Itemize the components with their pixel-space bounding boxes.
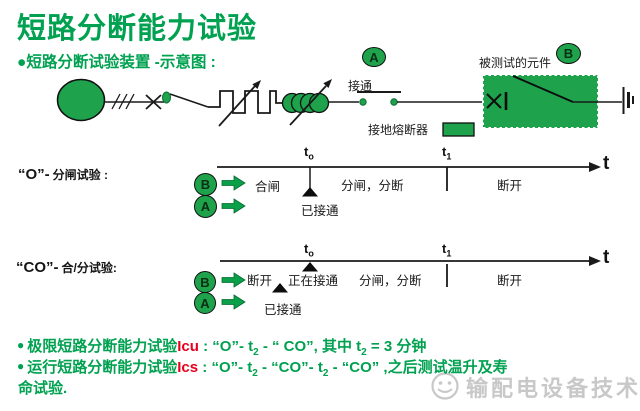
subtitle: ●短路分断试验装置 -示意图 :	[17, 50, 216, 72]
bullet-icon: ●	[17, 338, 25, 352]
generator-icon	[56, 78, 106, 122]
t0-sub: o	[308, 151, 314, 162]
switch-blade-icon	[169, 93, 209, 108]
inductor-arrow-icon	[323, 79, 332, 88]
phase-connecting-label: 正在接通	[288, 274, 339, 288]
footer-bullet-icu: ●极限短路分断能力试验Icu : “O”- t2 - “ CO”, 其中 t2 …	[17, 335, 426, 358]
inductor-icon	[281, 92, 330, 114]
phase-off-label: 断开	[497, 179, 523, 193]
timeline-o-heading: “O”- 分闸试验 :	[18, 166, 108, 183]
ics-seq-3: - “CO” ,之后测试温升及寿	[328, 359, 508, 376]
ics-label: 运行短路分断能力试验	[27, 359, 178, 376]
phase-open-break-label: 分闸，分断	[359, 274, 422, 288]
connected-marker-label: 已接通	[301, 204, 339, 218]
icu-seq-3: = 3 分钟	[366, 338, 427, 355]
ics-seq-1: : “O”- t	[198, 359, 253, 376]
timeline-co-name: 合/分试验:	[61, 261, 117, 275]
resistor-arrow-line	[218, 85, 256, 127]
three-phase-slashes-icon	[111, 93, 135, 110]
connected-marker-label: 已接通	[264, 303, 302, 317]
badge-b: B	[194, 173, 217, 196]
watermark-logo-icon	[431, 372, 459, 400]
switch-on-label: 接通	[348, 79, 373, 93]
t0-label: to	[304, 241, 314, 259]
sub-2: 2	[322, 368, 329, 379]
tested-component-box-border	[482, 74, 599, 129]
badge-b: B	[556, 43, 581, 64]
sub-2: 2	[253, 347, 259, 358]
icu-code: Icu	[177, 338, 199, 355]
time-axis-label: t	[603, 153, 610, 174]
coil-icon	[162, 91, 171, 104]
subtitle-text: 短路分断试验装置 -示意图 :	[26, 54, 216, 71]
footer-bullet-ics-cont: 命试验.	[18, 380, 68, 397]
icu-seq-2: - “ CO”, 其中 t	[258, 338, 362, 355]
ground-fuse-label: 接地熔断器	[368, 123, 429, 137]
t1-sub: 1	[446, 151, 452, 162]
phase-close-label: 合闸	[255, 180, 281, 194]
block-arrow-icon	[221, 175, 246, 191]
t0-sub: o	[308, 248, 314, 259]
resistor-arrow-icon	[252, 80, 261, 89]
connected-marker-icon	[302, 187, 318, 197]
connected-marker-icon	[272, 283, 288, 293]
breaker-contact-icon	[486, 92, 508, 110]
bullet-icon: ●	[17, 54, 27, 71]
ics-code: Ics	[177, 359, 199, 376]
ground-fuse-icon	[442, 122, 475, 137]
timeline-o-graphics	[217, 162, 601, 214]
t1-base: t	[442, 241, 447, 256]
badge-a: A	[362, 47, 386, 67]
time-axis-label: t	[603, 247, 610, 268]
timeline-co-graphics	[220, 256, 601, 310]
timeline-o-code: “O”-	[18, 166, 50, 183]
schematic-graphics	[56, 74, 634, 310]
inductor-arrow-line	[289, 85, 327, 126]
bullet-icon: ●	[17, 359, 25, 373]
axis-arrow-icon	[589, 162, 601, 172]
timeline-co-heading: “CO”- 合/分试验:	[16, 259, 117, 276]
page-title: 短路分断能力试验	[17, 13, 258, 45]
phase-open-break-label: 分闸，分断	[341, 179, 404, 193]
t1-sub: 1	[446, 248, 452, 259]
tested-component-label: 被测试的元件	[479, 56, 552, 70]
t0-base: t	[304, 144, 309, 159]
connecting-marker-icon	[302, 262, 318, 272]
t1-base: t	[442, 144, 447, 159]
t0-label: to	[304, 144, 314, 162]
sub-2: 2	[252, 368, 258, 379]
block-arrow-icon	[221, 272, 246, 288]
sub-2: 2	[361, 347, 367, 358]
badge-b: B	[194, 271, 216, 293]
icu-label: 极限短路分断能力试验	[27, 338, 178, 355]
ics-seq-2: - “CO”- t	[257, 359, 323, 376]
timeline-o-name: 分闸试验 :	[52, 168, 109, 182]
icu-seq-1: : “O”- t	[198, 338, 254, 355]
breaker-blade-icon	[512, 75, 574, 103]
phase-off-label: 断开	[247, 274, 273, 288]
ground-icon	[622, 87, 634, 114]
block-arrow-icon	[221, 294, 246, 310]
make-switch-contact-left	[359, 98, 367, 106]
badge-a: A	[194, 195, 217, 218]
footer-bullet-ics: ●运行短路分断能力试验Ics : “O”- t2 - “CO”- t2 - “C…	[17, 356, 508, 379]
t0-base: t	[304, 241, 309, 256]
timeline-co-code: “CO”-	[16, 259, 59, 276]
isolator-x-icon	[145, 94, 162, 110]
make-switch-contact-right	[390, 98, 398, 106]
phase-off-label: 断开	[497, 274, 523, 288]
badge-a: A	[194, 292, 216, 314]
watermark-text: 输配电设备技术	[466, 376, 640, 401]
resistor-icon	[208, 90, 283, 114]
t1-label: t1	[442, 144, 451, 162]
block-arrow-icon	[221, 198, 246, 214]
t1-label: t1	[442, 241, 451, 259]
axis-arrow-icon	[589, 256, 601, 266]
